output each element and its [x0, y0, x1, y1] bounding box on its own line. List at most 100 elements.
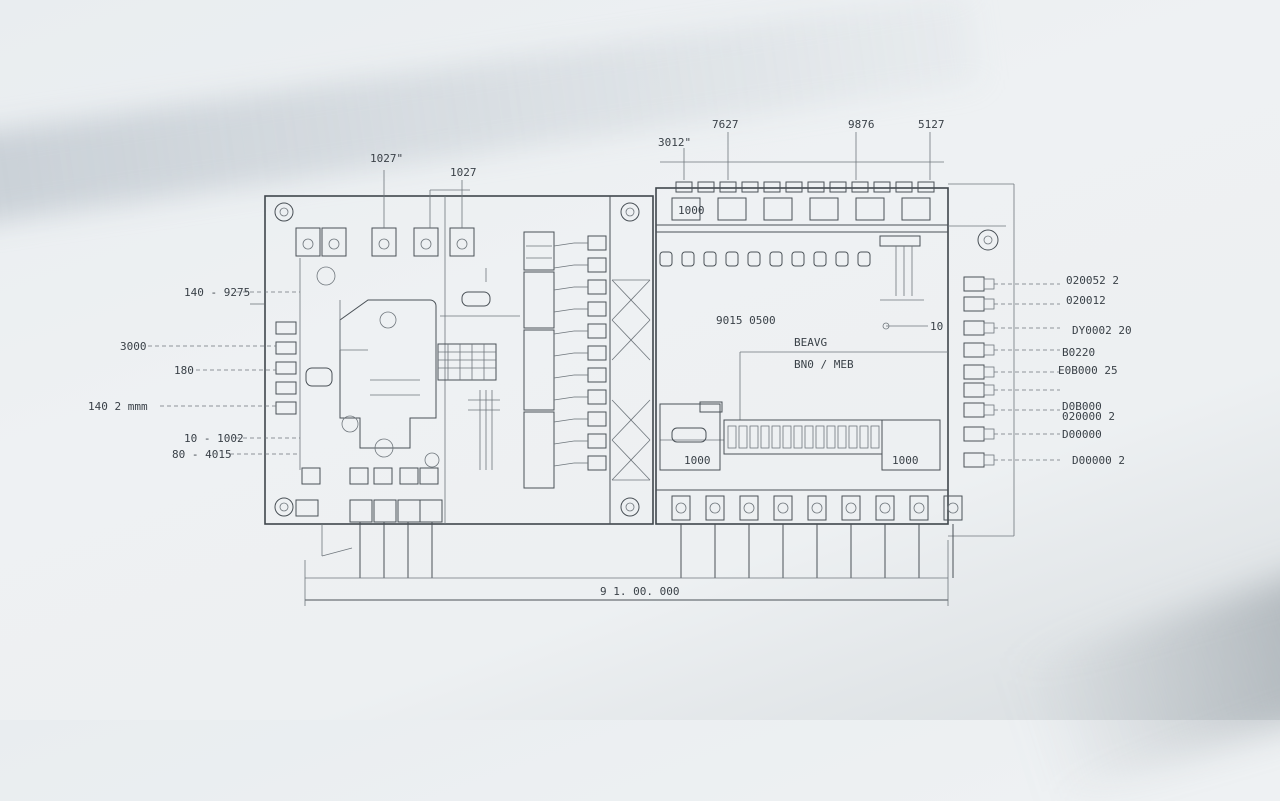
header-block — [855, 197, 885, 221]
relay-contact — [760, 425, 770, 449]
relay-contact — [804, 425, 814, 449]
terminal — [587, 389, 607, 405]
side-connector-pin — [983, 278, 995, 290]
left-label: 80 - 4015 — [172, 448, 232, 461]
cross-panel — [611, 279, 651, 481]
schematic-diagram: 3012" 7627 9876 5127 1027" 1027 140 - 92… — [88, 118, 1132, 606]
side-connector — [963, 452, 985, 468]
relay-contact — [837, 425, 847, 449]
header-pin — [895, 181, 913, 193]
screw-terminal — [671, 495, 691, 521]
screw — [675, 502, 687, 514]
header-pin — [829, 181, 847, 193]
mounting-holes — [274, 202, 999, 517]
terminal — [587, 411, 607, 427]
relay-contact — [848, 425, 858, 449]
side-connector — [963, 276, 985, 292]
component — [857, 251, 871, 267]
side-connector — [963, 296, 985, 312]
terminal — [587, 257, 607, 273]
inner-block — [339, 299, 437, 449]
header-pin — [851, 181, 869, 193]
screw-terminal — [773, 495, 793, 521]
screw — [777, 502, 789, 514]
center-grid — [437, 268, 520, 470]
screw — [845, 502, 857, 514]
module-label: 1000 — [892, 454, 919, 467]
right-label: 020000 2 — [1062, 410, 1115, 423]
side-connector — [963, 320, 985, 336]
terminal-wire — [553, 418, 575, 423]
component — [769, 251, 783, 267]
relay-contact — [749, 425, 759, 449]
terminal — [587, 433, 607, 449]
left-leaders — [148, 291, 300, 455]
terminal — [587, 455, 607, 471]
header-pin — [741, 181, 759, 193]
component — [659, 251, 673, 267]
center-label: BEAVG — [794, 336, 827, 349]
terminal — [587, 301, 607, 317]
screw — [709, 502, 721, 514]
header-pin — [719, 181, 737, 193]
right-label: D00000 — [1062, 428, 1102, 441]
relay-contact — [793, 425, 803, 449]
bottom-dimension-label: 9 1. 00. 000 — [600, 585, 679, 598]
relay-contact — [727, 425, 737, 449]
terminal-wire — [553, 396, 575, 401]
right-label: 020052 2 — [1066, 274, 1119, 287]
module-label: 1000 — [684, 454, 711, 467]
module-lower-blocks — [659, 401, 941, 471]
module-label: 1000 — [678, 204, 705, 217]
component — [791, 251, 805, 267]
center-label: BN0 / MEB — [794, 358, 854, 371]
left-top-connectors — [295, 170, 475, 257]
side-connector-pin — [983, 366, 995, 378]
left-top-label: 1027 — [450, 166, 477, 179]
left-board-outline — [264, 195, 654, 525]
screw-terminal — [739, 495, 759, 521]
screw — [913, 502, 925, 514]
right-label: D00000 2 — [1072, 454, 1125, 467]
terminal-wire — [553, 242, 575, 247]
header-pin — [697, 181, 715, 193]
right-side-connectors — [963, 276, 1060, 468]
module-bottom-terminals — [671, 495, 963, 578]
terminal — [587, 323, 607, 339]
left-label: 140 2 mmm — [88, 400, 148, 413]
side-connector-pin — [983, 428, 995, 440]
screw — [811, 502, 823, 514]
top-label: 9876 — [848, 118, 875, 131]
top-label: 3012" — [658, 136, 691, 149]
header-block — [809, 197, 839, 221]
side-connector-pin — [983, 384, 995, 396]
terminal — [587, 367, 607, 383]
relay-contact — [738, 425, 748, 449]
terminal-wire — [553, 330, 575, 335]
screw-terminal — [909, 495, 929, 521]
terminal-wire — [553, 374, 575, 379]
terminal-wire — [553, 308, 575, 313]
top-label: 7627 — [712, 118, 739, 131]
side-connector — [963, 382, 985, 398]
relay-contact — [782, 425, 792, 449]
terminal-column — [553, 235, 607, 471]
component — [747, 251, 761, 267]
terminal — [587, 345, 607, 361]
left-label: 3000 — [120, 340, 147, 353]
component — [681, 251, 695, 267]
module-component-row — [659, 251, 871, 267]
relay-contact — [826, 425, 836, 449]
left-edge-connectors — [275, 321, 333, 415]
relay-contact — [771, 425, 781, 449]
component — [813, 251, 827, 267]
header-pin — [873, 181, 891, 193]
left-label: 140 - 9275 — [184, 286, 250, 299]
header-block — [901, 197, 931, 221]
screw — [879, 502, 891, 514]
screw — [743, 502, 755, 514]
right-label: DY0002 20 — [1072, 324, 1132, 337]
terminal — [587, 279, 607, 295]
header-pin — [917, 181, 935, 193]
screw-terminal — [875, 495, 895, 521]
